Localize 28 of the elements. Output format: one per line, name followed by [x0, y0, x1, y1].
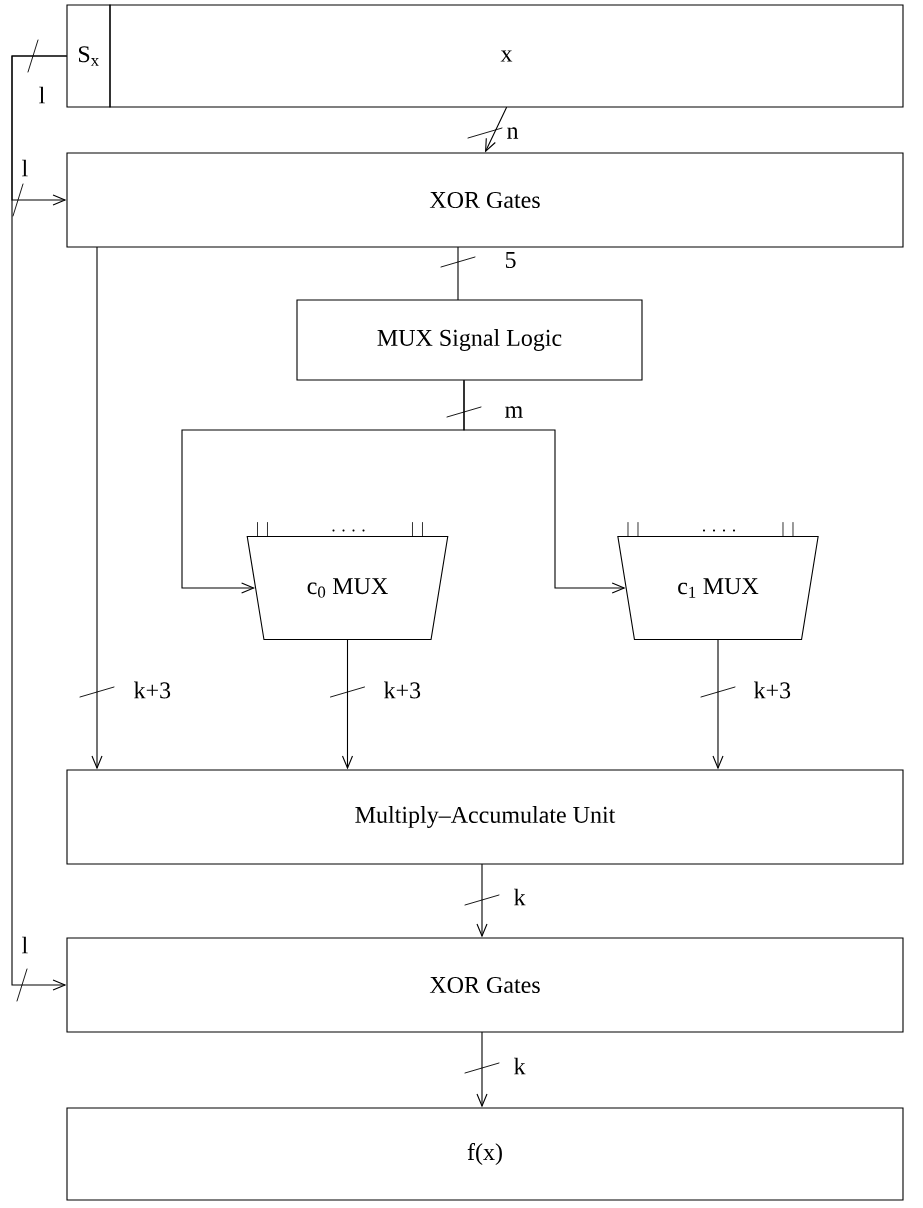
edge-label: n [507, 127, 519, 139]
edge-label: k+3 [754, 681, 791, 699]
block-box: S$_{x}$ [66, 4, 111, 108]
edge-label: l [22, 159, 28, 177]
bus-arrow [463, 380, 626, 594]
bus-arrow [330, 639, 365, 770]
multiplexer-trapezoid: c$_{0}$ MUX [246, 522, 449, 641]
bus-arrow [11, 55, 67, 1002]
block-box: x [109, 4, 904, 108]
block-box: XOR Gates [66, 937, 904, 1033]
edge-label: m [505, 406, 523, 418]
edge-label: k+3 [384, 681, 421, 699]
bus-arrow [467, 107, 508, 153]
bus-width-label: l [39, 86, 45, 104]
block-box: MUX Signal Logic [296, 299, 643, 381]
bus-arrow [79, 247, 115, 770]
bus-arrow [464, 864, 500, 938]
bus-arrow [700, 639, 736, 770]
block-box: f(x) [66, 1107, 904, 1201]
bus-arrow [464, 1032, 500, 1108]
edge-label: l [22, 936, 28, 954]
edge-label: k+3 [134, 681, 171, 699]
edge-label: k [514, 888, 526, 906]
edge-label: k [514, 1057, 526, 1075]
block-box: Multiply–Accumulate Unit [66, 769, 904, 865]
multiplexer-trapezoid: c$_{1}$ MUX [617, 522, 819, 641]
edge-label: 5 [505, 252, 516, 268]
block-box: XOR Gates [66, 152, 904, 248]
